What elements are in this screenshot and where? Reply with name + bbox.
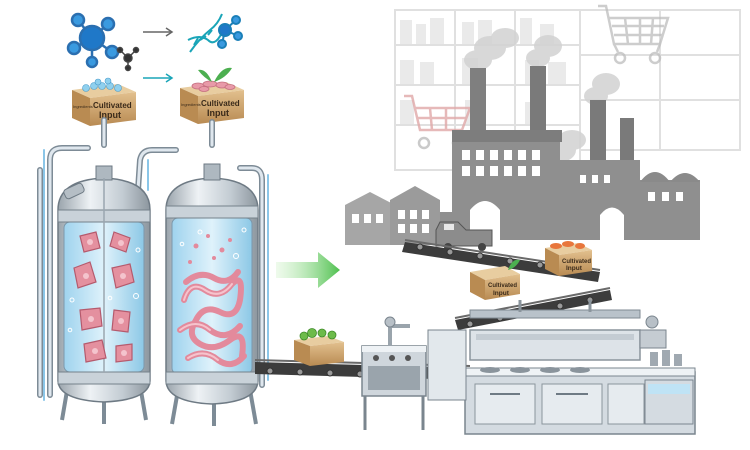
molecule-icon: [217, 15, 243, 49]
box-label-line1: Cultivated: [201, 99, 240, 108]
molecule-icon: [116, 46, 140, 72]
box-label-line1: Cultivated: [488, 283, 517, 289]
box-label-line1: Cultivated: [93, 101, 132, 110]
cultivated-input-box-left: Cultivated Input Ingredients: [72, 77, 136, 126]
cultivated-input-box-conveyor-mid: Cultivated Input: [470, 259, 520, 300]
commercial-kitchen: [361, 300, 696, 435]
shopping-cart-icon: [598, 4, 670, 65]
process-arrow-icon: [276, 252, 340, 288]
cultivated-input-box-right: Cultivated Input Ingredients: [180, 67, 244, 124]
factory-icon: [345, 28, 700, 245]
molecule-icon: [66, 12, 120, 69]
arrow-right-icon: [143, 27, 174, 37]
box-label-line2: Input: [493, 290, 510, 297]
dna-icon: [187, 13, 225, 53]
bioreactor-tank-left: [57, 165, 151, 424]
box-label-line2: Input: [207, 108, 229, 118]
arrow-right-icon: [143, 73, 174, 83]
box-side-label: Ingredients: [73, 104, 93, 109]
box-label-line1: Cultivated: [562, 259, 591, 265]
box-label-line2: Input: [566, 265, 583, 272]
bioreactor-tank-right: [165, 163, 259, 426]
bioreactor-pipes: [37, 117, 269, 401]
box-label-line2: Input: [99, 110, 121, 120]
box-side-label: Ingredients: [181, 102, 201, 107]
cultivated-input-box-conveyor-top: Cultivated Input: [545, 241, 592, 276]
produce-box-conveyor-bottom: [294, 328, 344, 366]
